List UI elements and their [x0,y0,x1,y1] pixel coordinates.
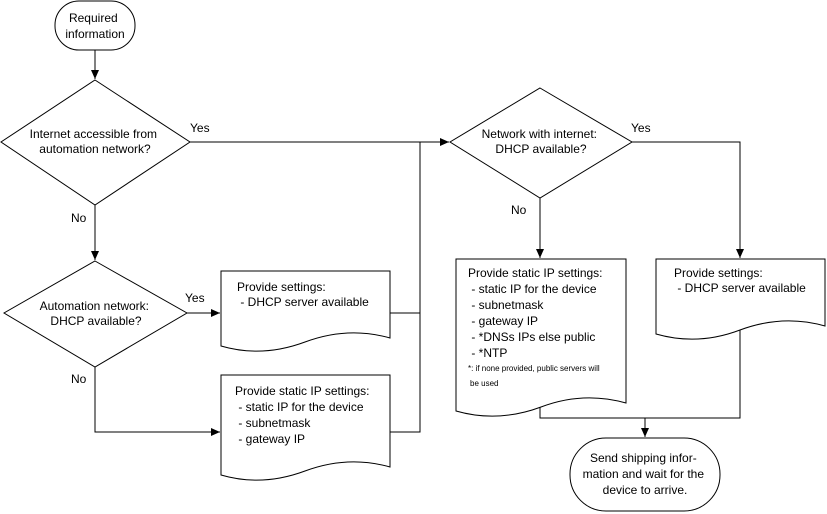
edge-dhcp-doc-merge [390,142,421,314]
doc-auto-static-line-4: - gateway IP [235,432,305,446]
doc-net-dhcp-settings: Provide settings: - DHCP server availabl… [655,258,826,340]
svg-text:Provide settings: - DHC: Provide settings: - DHCP server availabl… [237,280,369,309]
doc-net-static-line-1: Provide static IP settings: [468,266,603,280]
decision-auto-line-2: DHCP available? [50,314,141,328]
decision-internet: Internet accessible from automation netw… [0,79,191,206]
label-net-yes: Yes [631,121,651,135]
decision-internet-line-1: Internet accessible from [30,127,157,141]
doc-net-static-line-4: - gateway IP [468,314,538,328]
doc-net-static-footnote-1: *: if none provided, public servers will [468,364,600,373]
decision-net-line-2: DHCP available? [495,142,586,156]
doc-auto-static-line-2: - static IP for the device [235,400,364,414]
doc-auto-dhcp-settings: Provide settings: - DHCP server availabl… [220,270,391,352]
doc-auto-static-line-1: Provide static IP settings: [235,384,370,398]
svg-text:Provide settings: - DHC: Provide settings: - DHCP server availabl… [674,266,806,295]
end-line-2: mation and wait for the [583,467,705,481]
svg-text:Provide static IP settings:: Provide static IP settings: - static IP … [468,266,606,360]
doc-auto-dhcp-line-1: Provide settings: [237,280,326,294]
label-auto-yes: Yes [185,291,205,305]
svg-text:Automation network: DHCP: Automation network: DHCP available? [40,299,153,328]
svg-text:Provide static IP settings:: Provide static IP settings: - static IP … [235,384,373,446]
decision-network-dhcp: Network with internet: DHCP available? [449,87,633,199]
label-internet-no: No [71,211,87,225]
edge-labels: Yes No Yes No Yes No [71,121,651,386]
doc-auto-dhcp-line-2: - DHCP server available [237,295,369,309]
end-line-3: device to arrive. [603,483,688,497]
edge-static-doc-merge [390,313,421,433]
end-line-1: Send shipping infor- [590,451,697,465]
doc-net-static-footnote-2: be used [470,379,498,388]
start-line-1: Required [69,11,118,25]
svg-text:Send shipping infor- mat: Send shipping infor- mation and wait for… [583,451,708,497]
svg-text:Network with internet: D: Network with internet: DHCP available? [482,127,601,156]
edges [91,50,744,437]
label-internet-yes: Yes [190,121,210,135]
label-auto-no: No [71,372,87,386]
start-node: Required information [54,0,136,51]
doc-net-static-line-3: - subnetmask [468,298,544,312]
decision-auto-line-1: Automation network: [40,299,149,313]
edge-net-yes [632,141,744,258]
doc-net-static-line-2: - static IP for the device [468,282,597,296]
svg-text:Internet accessible from: Internet accessible from automation netw… [30,127,161,156]
label-net-no: No [511,203,527,217]
doc-net-dhcp-line-1: Provide settings: [674,266,763,280]
svg-text:*: if none provided, public se: *: if none provided, public servers will… [468,364,602,388]
start-line-2: information [65,27,124,41]
doc-net-dhcp-line-2: - DHCP server available [674,281,806,295]
decision-internet-line-2: automation network? [39,142,151,156]
edge-auto-no [94,367,220,436]
doc-net-static-line-5: - *DNSs IPs else public [468,330,595,344]
decision-automation-dhcp: Automation network: DHCP available? [3,260,189,368]
decision-net-line-1: Network with internet: [482,127,597,141]
end-node: Send shipping infor- mation and wait for… [569,437,721,512]
doc-auto-static-line-3: - subnetmask [235,416,311,430]
doc-net-static-settings: Provide static IP settings: - static IP … [455,258,627,417]
svg-text:Required information: Required information [65,11,124,41]
doc-auto-static-settings: Provide static IP settings: - static IP … [220,374,391,481]
edge-static-to-end [539,404,645,419]
doc-net-static-line-6: - *NTP [468,346,507,360]
edge-dhcp-to-end [645,328,741,419]
